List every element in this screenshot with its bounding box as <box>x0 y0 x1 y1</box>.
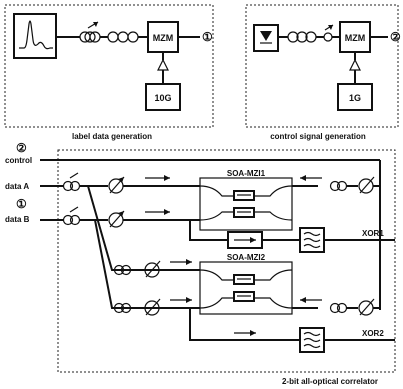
xor2-label: XOR2 <box>362 329 384 338</box>
correlator-frame <box>57 149 396 373</box>
filter-1-icon <box>303 231 321 249</box>
mzm-modulator-1 <box>147 21 179 53</box>
input-coil-a <box>62 172 81 192</box>
mzm-modulator-2 <box>339 21 371 53</box>
clock-10g <box>145 83 181 111</box>
port-2-marker: ② <box>390 30 401 44</box>
mzm-2-label: MZM <box>345 33 366 43</box>
mzm-1-label: MZM <box>153 33 174 43</box>
data-b-label: data B <box>5 215 30 224</box>
label-generation-frame <box>4 4 214 128</box>
amplifier-icon <box>157 58 169 71</box>
correlator-caption: 2-bit all-optical correlator <box>282 377 378 386</box>
clock-1g-label: 1G <box>349 93 361 103</box>
pulse-waveform-icon <box>19 20 53 50</box>
soa-mzi1 <box>199 177 293 231</box>
polarization-controller-icon <box>79 21 101 43</box>
attenuator-c2-icon <box>358 298 375 316</box>
data-a-label: data A <box>5 182 29 191</box>
control-generation-frame <box>245 4 399 128</box>
soa-mzi1-label: SOA-MZI1 <box>227 169 266 178</box>
polarization-controller-icon <box>287 31 317 43</box>
attenuator-b1-icon <box>108 210 125 228</box>
laser-diode-icon <box>260 31 272 41</box>
clock-1g <box>337 83 373 111</box>
coil-branch-a <box>113 264 132 276</box>
attenuator-c1-icon <box>358 176 375 194</box>
amplifier-icon <box>349 58 361 71</box>
control-marker: ② <box>16 141 27 155</box>
label-generation-block: MZM ① 10G label data generation <box>4 4 214 141</box>
coil-branch-b <box>113 302 132 314</box>
attenuator-a2-icon <box>144 260 161 278</box>
control-generation-caption: control signal generation <box>270 132 366 141</box>
coil-control-1 <box>329 180 348 192</box>
soa-mzi2 <box>199 261 293 315</box>
label-generation-caption: label data generation <box>72 132 152 141</box>
control-input-label: control <box>5 156 32 165</box>
port-1-marker: ① <box>202 30 213 44</box>
coil-control-2 <box>329 302 348 314</box>
clock-10g-label: 10G <box>154 93 171 103</box>
attenuator-b2-icon <box>144 298 161 316</box>
attenuator-a1-icon <box>108 176 125 194</box>
soa-mzi2-label: SOA-MZI2 <box>227 253 266 262</box>
control-generation-block: MZM ② 1G control signal generation <box>245 4 401 141</box>
correlator-block: ② control data A ① data B <box>5 141 396 386</box>
polarization-controller-2-icon <box>323 24 334 42</box>
input-coil-b <box>62 206 81 226</box>
data-b-marker: ① <box>16 197 27 211</box>
pulsed-laser-source <box>13 13 57 59</box>
xor1-label: XOR1 <box>362 229 384 238</box>
fiber-coil-icon <box>107 31 139 43</box>
filter-2-icon <box>303 331 321 349</box>
